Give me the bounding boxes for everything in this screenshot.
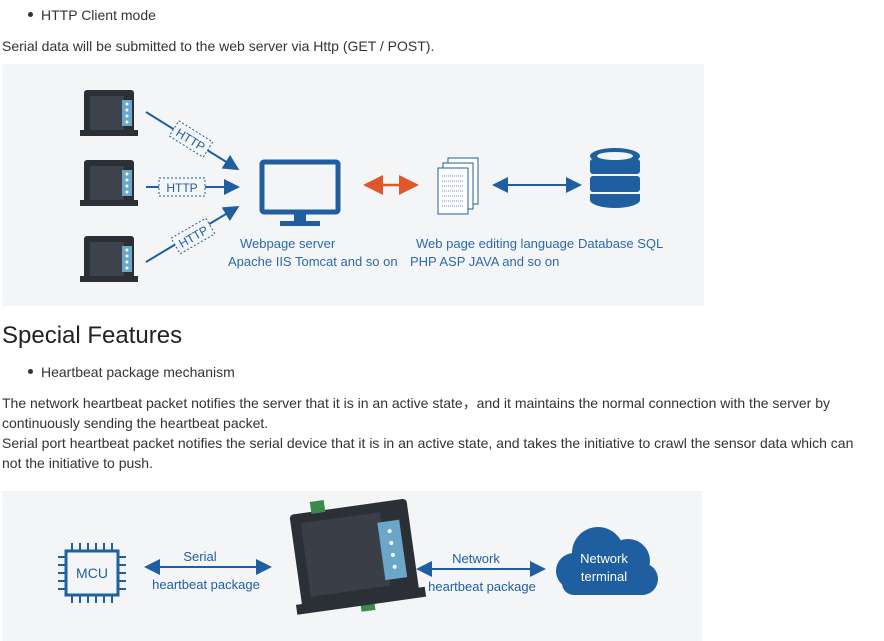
cloud-label-line1: Network xyxy=(580,551,628,566)
monitor-icon xyxy=(259,159,341,226)
http-tag-2 xyxy=(158,177,206,197)
http-diagram-graphic: HTTP HTTP HTTP xyxy=(80,90,640,282)
bullet-dot xyxy=(28,11,33,17)
bullet-text: HTTP Client mode xyxy=(41,7,156,23)
webpage-server-sub: Apache IIS Tomcat and so on xyxy=(228,254,398,269)
cloud-icon xyxy=(556,527,658,595)
serial-heartbeat-label: heartbeat package xyxy=(152,577,260,592)
bullet-heartbeat: Heartbeat package mechanism xyxy=(28,364,235,380)
bullet-dot xyxy=(28,368,33,374)
editing-language-sub: PHP ASP JAVA and so on xyxy=(410,254,560,269)
cloud-label-line2: terminal xyxy=(581,569,627,584)
http-description: Serial data will be submitted to the web… xyxy=(2,38,435,54)
documents-icon xyxy=(437,157,479,215)
database-icon xyxy=(590,148,640,208)
serial-server-device xyxy=(289,498,427,615)
network-label: Network xyxy=(452,551,500,566)
bullet-http-client: HTTP Client mode xyxy=(28,7,156,23)
special-features-title: Special Features xyxy=(2,322,183,349)
serial-device-1 xyxy=(80,90,138,136)
serial-label: Serial xyxy=(183,549,216,564)
webpage-server-label: Webpage server xyxy=(240,236,336,251)
editing-language-label: Web page editing language xyxy=(416,236,575,251)
network-heartbeat-label: heartbeat package xyxy=(428,579,536,594)
heartbeat-paragraph-serial: Serial port heartbeat packet notifies th… xyxy=(2,435,854,471)
mcu-label: MCU xyxy=(76,565,108,581)
http-tag-1 xyxy=(168,120,214,158)
serial-device-2 xyxy=(80,160,138,206)
http-tag-label-2: HTTP xyxy=(166,181,197,195)
heartbeat-diagram: MCU Serial heartbeat package Network hea… xyxy=(2,491,702,641)
mcu-chip-icon xyxy=(58,543,126,603)
database-label: Database SQL xyxy=(578,236,664,251)
heartbeat-paragraph-network: The network heartbeat packet notifies th… xyxy=(2,395,830,431)
heartbeat-diagram-graphic: MCU Serial heartbeat package Network hea… xyxy=(58,498,658,615)
http-client-diagram: HTTP HTTP HTTP xyxy=(2,64,704,306)
bullet-text: Heartbeat package mechanism xyxy=(41,364,235,380)
serial-device-3 xyxy=(80,236,138,282)
